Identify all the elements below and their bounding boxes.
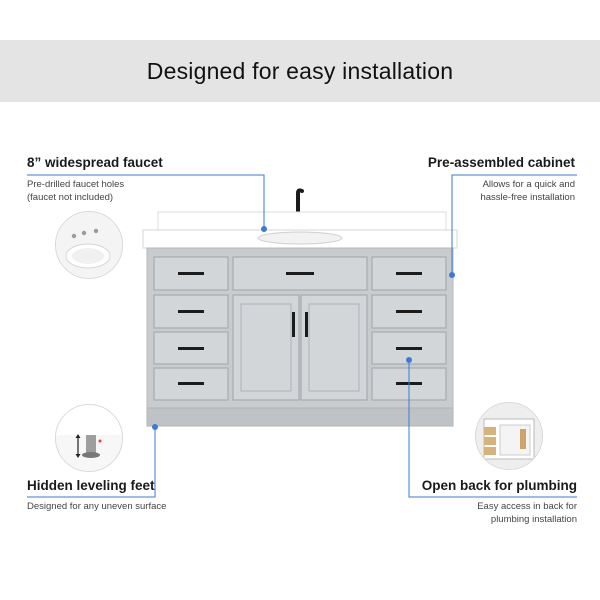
callout-lines xyxy=(27,174,577,498)
leveling-foot-icon xyxy=(55,404,123,472)
callout-dots xyxy=(152,226,455,430)
header-banner: Designed for easy installation xyxy=(0,40,600,102)
left-drawer-stack xyxy=(153,256,229,401)
feature-title-faucet: 8” widespread faucet xyxy=(27,155,163,170)
feature-title-plumbing: Open back for plumbing xyxy=(421,478,577,493)
feature-desc-cabinet: Allows for a quick and hassle-free insta… xyxy=(480,179,575,203)
right-drawer-stack xyxy=(371,256,447,401)
open-back-cabinet-icon xyxy=(475,402,543,470)
feature-title-cabinet: Pre-assembled cabinet xyxy=(427,155,575,170)
page-title: Designed for easy installation xyxy=(146,57,454,84)
feature-desc-faucet: Pre-drilled faucet holes (faucet not inc… xyxy=(27,179,125,203)
sink-faucet-holes-icon xyxy=(55,211,123,279)
feature-desc-feet: Designed for any uneven surface xyxy=(27,501,167,512)
feature-title-feet: Hidden leveling feet xyxy=(27,478,155,493)
cabinet-doors xyxy=(232,294,368,401)
feature-desc-plumbing: Easy access in back for plumbing install… xyxy=(477,501,577,525)
